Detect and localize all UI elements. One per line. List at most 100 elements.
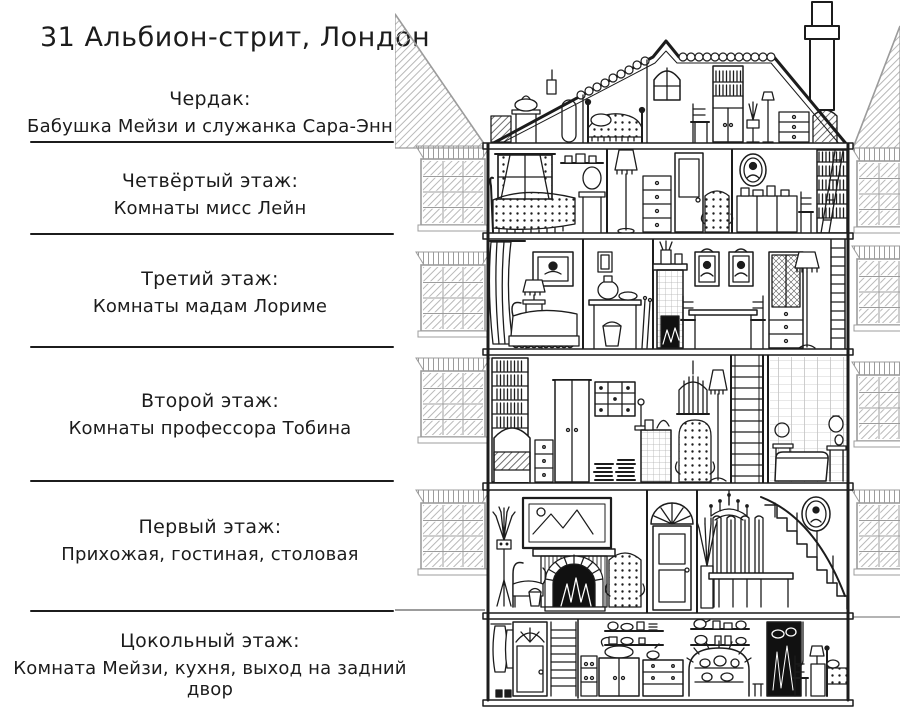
neighbor-window xyxy=(850,244,900,333)
portrait-right xyxy=(728,248,754,287)
house-cutaway-illustration xyxy=(395,1,900,707)
neighbor-building-right xyxy=(850,25,900,618)
section-divider xyxy=(30,610,394,612)
kitchen-cupboard xyxy=(598,636,640,697)
ladder xyxy=(820,150,836,234)
floor-block-third: Третий этаж: Комнаты мадам Лориме xyxy=(5,268,415,317)
floor-block-basement: Цокольный этаж: Комната Мейзи, кухня, вы… xyxy=(5,630,415,700)
small-drawers xyxy=(534,439,554,483)
arched-bed xyxy=(493,427,531,483)
arched-range xyxy=(686,640,764,697)
fringed-lamp xyxy=(708,369,728,482)
dining-table-small xyxy=(680,295,766,349)
bucket xyxy=(602,325,622,347)
chimney xyxy=(804,1,840,111)
tufted-armchair xyxy=(674,419,716,483)
wicker-basket xyxy=(490,115,512,143)
floor-block-first: Первый этаж: Прихожая, гостиная, столова… xyxy=(5,516,415,565)
neighbor-window xyxy=(414,144,492,233)
washstand-table xyxy=(588,275,642,349)
section-divider xyxy=(30,141,394,143)
floor-block-attic: Чердак: Бабушка Мейзи и служанка Сара-Эн… xyxy=(5,88,415,137)
neighbor-window xyxy=(414,250,492,339)
floor-heading: Чердак: xyxy=(169,88,251,110)
neighbor-window xyxy=(414,356,492,445)
oval-frame-dining xyxy=(801,496,831,532)
birdcage xyxy=(676,360,710,415)
bathtub xyxy=(774,451,829,482)
attic-cupboard xyxy=(712,65,744,143)
floor-occupants: Комната Мейзи, кухня, выход на задний дв… xyxy=(13,658,407,700)
tiled-fireplace xyxy=(652,240,688,349)
dressing-table xyxy=(578,166,606,233)
floor-lamp xyxy=(614,149,638,235)
specimen-case xyxy=(594,381,636,417)
library-bookcase xyxy=(816,149,848,234)
floor-occupants: Комнаты профессора Тобина xyxy=(68,418,352,439)
chest-of-drawers xyxy=(642,175,672,233)
first-floor-rooms xyxy=(492,489,848,614)
neighbor-window xyxy=(850,146,900,235)
wingback-armchair xyxy=(604,552,646,608)
wall-shelves-left xyxy=(604,621,664,646)
black-stove xyxy=(766,621,804,697)
wall-ladder xyxy=(830,238,846,350)
attic-dresser xyxy=(778,111,810,143)
interior-door xyxy=(674,152,704,233)
hanging-lantern xyxy=(546,69,557,95)
curio-cabinet xyxy=(640,419,672,483)
wall-shelf xyxy=(560,153,604,164)
outer-walls xyxy=(486,142,850,702)
daybed xyxy=(489,176,576,235)
floor-occupants: Бабушка Мейзи и служанка Сара-Энн xyxy=(27,116,393,137)
floor-heading: Третий этаж: xyxy=(141,268,279,290)
jug-stand xyxy=(826,415,847,482)
basement-stairs xyxy=(550,621,577,697)
dining-table-chairs xyxy=(708,515,794,608)
attic-room xyxy=(490,59,838,144)
section-divider xyxy=(30,346,394,348)
small-mirror-frame xyxy=(597,251,613,273)
second-floor-rooms xyxy=(491,354,847,484)
floor-occupants: Комнаты мисс Лейн xyxy=(113,198,307,219)
back-door xyxy=(512,621,548,697)
neighbor-window xyxy=(414,488,492,577)
floor-block-second: Второй этаж: Комнаты профессора Тобина xyxy=(5,390,415,439)
portrait-left xyxy=(694,248,720,287)
neighbor-building-left xyxy=(395,12,492,611)
floor-heading: Первый этаж: xyxy=(138,516,282,538)
umbrella-stand xyxy=(641,295,653,349)
small-lamp xyxy=(761,91,775,143)
framed-picture xyxy=(532,251,574,287)
floor-heading: Цокольный этаж: xyxy=(120,630,300,652)
floor-heading: Четвёртый этаж: xyxy=(121,170,299,192)
attic-chair xyxy=(690,103,710,143)
kitchen-chair xyxy=(792,655,809,697)
neighbor-window xyxy=(850,360,900,449)
book-stacks xyxy=(593,459,636,481)
floor-legend: 31 Альбион-стрит, Лондон Чердак: Бабушка… xyxy=(0,0,429,720)
floor-slabs xyxy=(482,142,854,707)
gable-window xyxy=(653,67,681,101)
section-divider xyxy=(30,480,394,482)
fourth-floor-rooms xyxy=(489,148,848,235)
bedside-lamp xyxy=(809,645,826,697)
plant-stand xyxy=(746,101,760,143)
curved-staircase xyxy=(760,496,848,610)
wicker-chair xyxy=(812,109,838,143)
floor-occupants: Комнаты мадам Лориме xyxy=(92,296,328,317)
section-divider xyxy=(30,233,394,235)
oval-portrait xyxy=(739,153,767,187)
kitchen-dresser xyxy=(642,643,684,697)
floor-block-fourth: Четвёртый этаж: Комнаты мисс Лейн xyxy=(5,170,415,219)
hanging-coats xyxy=(490,623,517,698)
mixing-bowl xyxy=(604,645,634,659)
chandelier xyxy=(709,489,749,521)
curtained-window xyxy=(494,153,556,200)
landscape-painting xyxy=(521,496,613,550)
potted-plant-stand xyxy=(492,506,516,607)
floor-lamp-fringed xyxy=(794,251,820,349)
wardrobe xyxy=(552,379,592,483)
floor-heading: Второй этаж: xyxy=(140,390,280,412)
parlor-fireplace xyxy=(532,548,616,612)
